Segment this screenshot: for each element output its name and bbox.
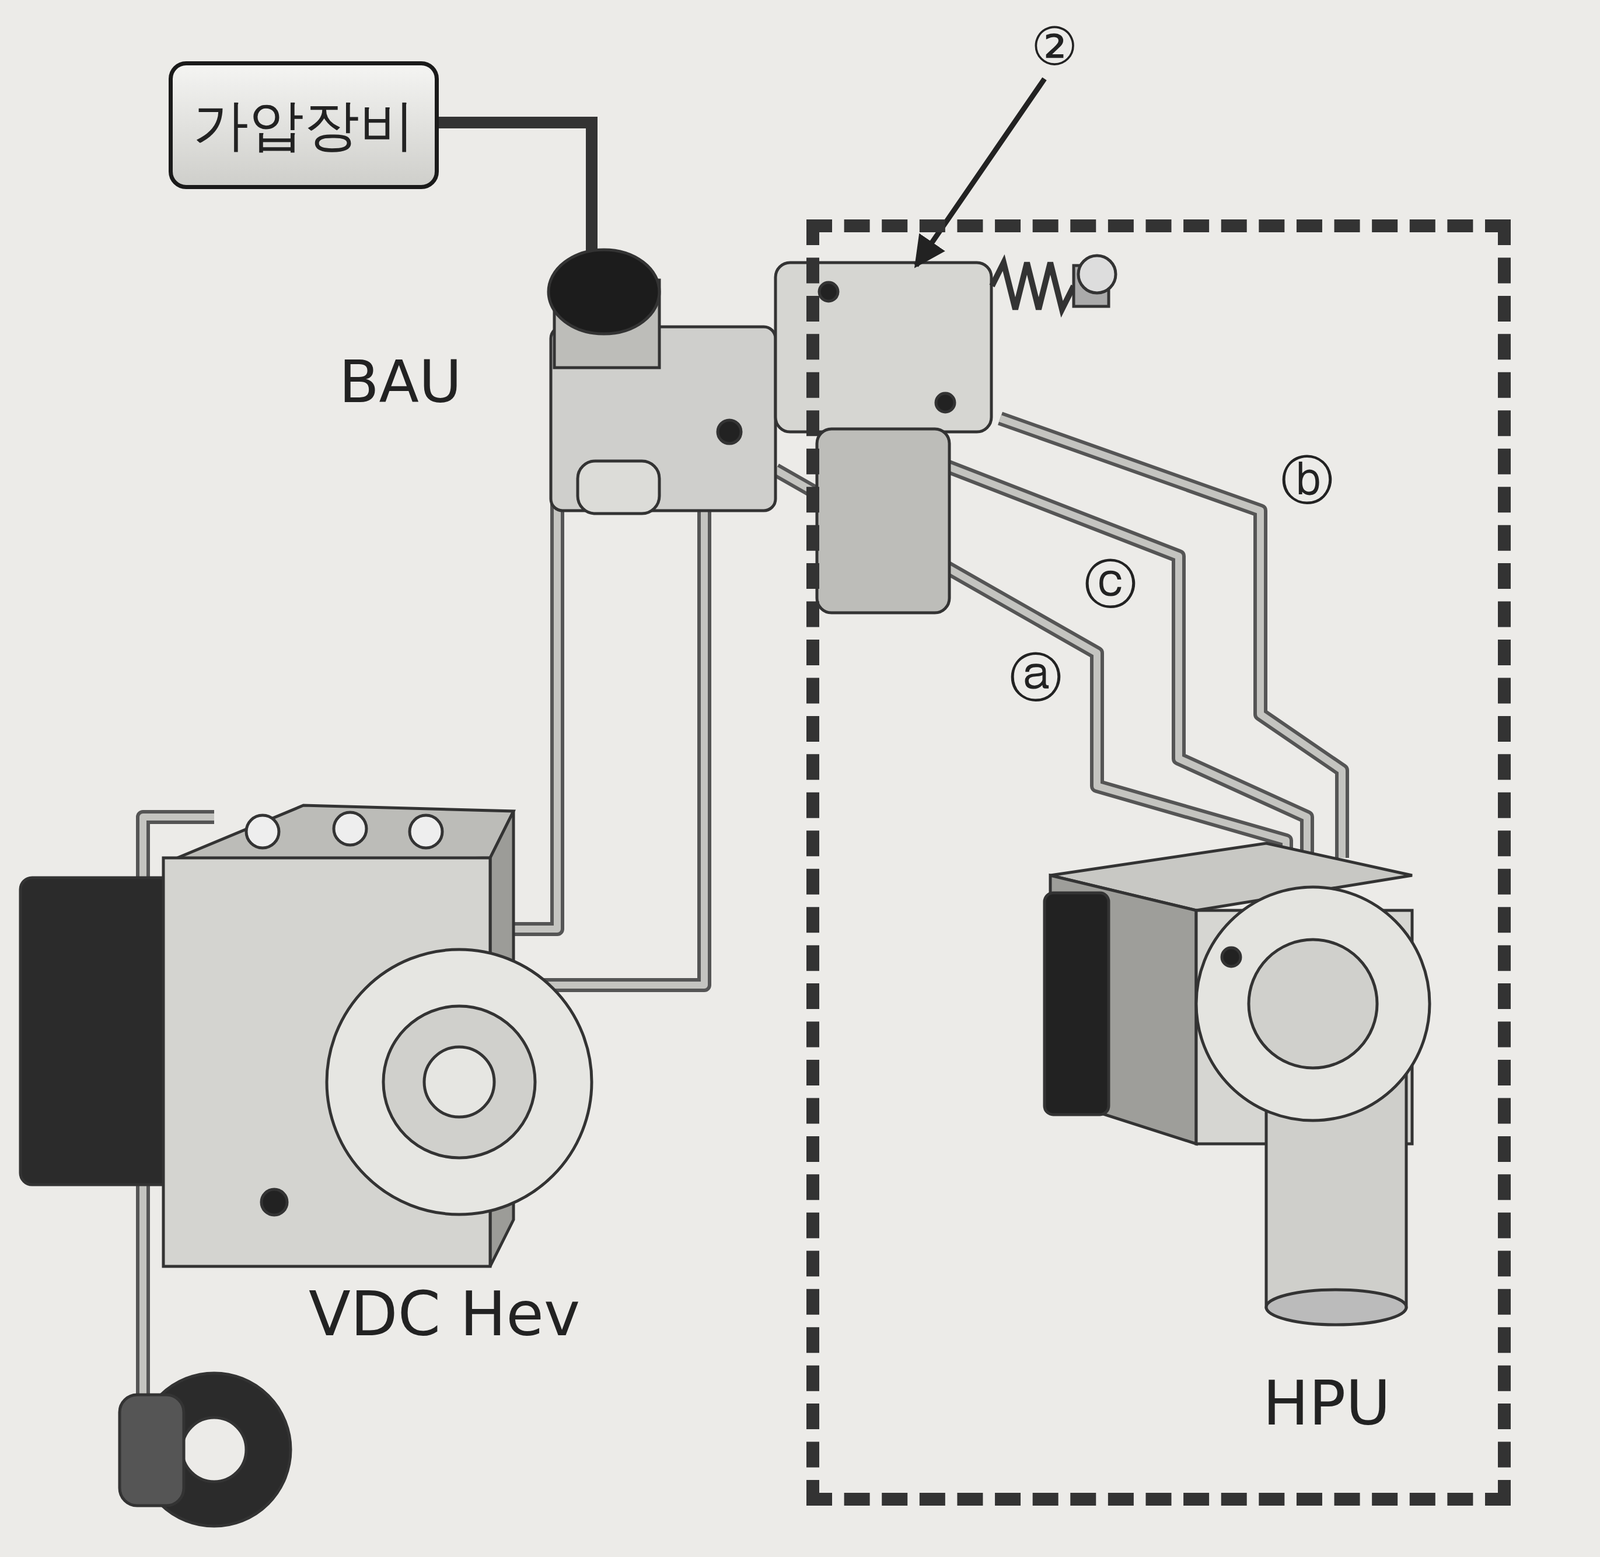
vdc-modulator xyxy=(20,805,592,1267)
part-name: BAU xyxy=(336,350,464,415)
callout-number: ② xyxy=(1028,17,1081,76)
equipment-box: 가압장비 xyxy=(168,61,439,190)
wheel-brake xyxy=(119,1373,291,1526)
valve-assembly xyxy=(775,255,1116,613)
leader-line xyxy=(916,78,1045,266)
part-name: VDC Hev xyxy=(306,1280,583,1349)
node-text: HPU xyxy=(1262,1370,1391,1438)
node-text: 가압장비 xyxy=(193,94,415,156)
callout-letter: ⓐ xyxy=(1007,648,1065,707)
brake-pipes-core xyxy=(142,418,1343,1418)
bau-unit xyxy=(548,249,776,514)
callout-letter: ⓒ xyxy=(1081,554,1140,613)
hpu-modulator xyxy=(1044,843,1430,1325)
supply-line xyxy=(438,122,592,263)
hpu-region: HPU xyxy=(806,219,1511,1506)
brake-pipes-outline xyxy=(142,418,1343,1418)
callout-letter: ⓑ xyxy=(1278,451,1336,509)
